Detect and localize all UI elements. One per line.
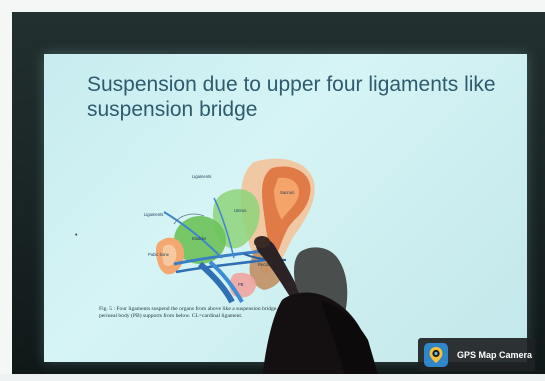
figure-caption: Fig. 5 : Four ligaments suspend the orga… <box>99 306 304 320</box>
label-sacrum: Sacrum <box>280 190 295 195</box>
frame-edge-top <box>0 0 545 12</box>
projected-slide: Suspension due to upper four ligaments l… <box>44 54 527 362</box>
frame-edge-bottom <box>0 374 545 381</box>
label-cl: CL <box>260 250 266 255</box>
label-bladder: Bladder <box>192 236 207 241</box>
label-rectum: Rectum <box>258 262 273 267</box>
label-uterus: Uterus <box>234 208 246 213</box>
anatomy-figure: Ligaments Ligaments Sacrum Bladder Uteru… <box>104 154 336 306</box>
camera-location-icon <box>424 343 448 367</box>
badge-label: GPS Map Camera <box>457 350 532 360</box>
slide-title: Suspension due to upper four ligaments l… <box>87 72 507 122</box>
slide-bullet: • <box>75 232 77 239</box>
label-ligaments: Ligaments <box>192 174 211 179</box>
gps-map-camera-badge: GPS Map Camera <box>418 338 535 371</box>
label-pb: PB <box>238 282 244 287</box>
label-ligament: Ligament <box>298 262 316 267</box>
label-ligaments-left: Ligaments <box>144 212 163 217</box>
label-pubic-bone: Pubic bone <box>148 252 170 257</box>
frame-edge-left <box>0 0 12 381</box>
